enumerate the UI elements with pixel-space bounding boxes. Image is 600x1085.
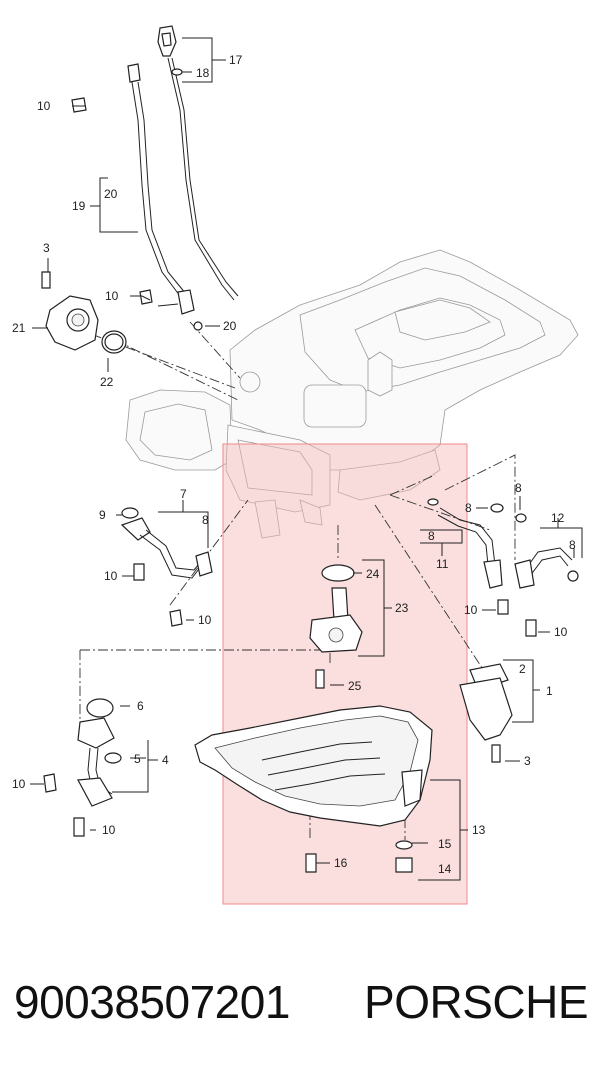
callout-10-pipe-left-lower: 10	[198, 613, 212, 627]
dipstick-assembly	[71, 25, 239, 331]
callout-19: 19	[72, 199, 86, 213]
callout-3-right: 3	[524, 754, 531, 768]
callout-18: 18	[196, 66, 210, 80]
oil-pipe-left-upper	[120, 507, 213, 627]
callout-brackets	[30, 37, 583, 881]
right-parts	[427, 498, 579, 763]
callout-10-right: 10	[464, 603, 478, 617]
highlighted-part-region	[222, 443, 468, 905]
callout-5: 5	[134, 752, 141, 766]
callout-10-bracket-left: 10	[12, 777, 26, 791]
callout-20-bottom: 20	[223, 319, 237, 333]
exploded-parts-diagram: 1 2 3 3 4 5 6 7 8 8 8 8 8 9 10 10 10 10 …	[12, 25, 583, 905]
callout-21: 21	[12, 321, 26, 335]
callout-10-far-right: 10	[554, 625, 568, 639]
callout-13: 13	[472, 823, 486, 837]
oil-pipe-left-lower	[43, 698, 122, 837]
brand-name: PORSCHE	[364, 976, 588, 1028]
callout-3-left: 3	[43, 241, 50, 255]
callout-15: 15	[438, 837, 452, 851]
left-cover-assembly	[41, 271, 127, 354]
caption-bar: 90038507201 PORSCHE	[0, 975, 600, 1045]
callout-7: 7	[180, 487, 187, 501]
callout-8-mid: 8	[465, 501, 472, 515]
callout-11: 11	[436, 557, 449, 571]
callout-8-far-right: 8	[569, 538, 576, 552]
oil-pan	[194, 705, 433, 873]
callout-labels: 1 2 3 3 4 5 6 7 8 8 8 8 8 9 10 10 10 10 …	[12, 53, 576, 876]
callout-10-pipe-left: 10	[104, 569, 118, 583]
callout-4: 4	[162, 753, 169, 767]
part-number: 90038507201	[14, 976, 290, 1028]
callout-17: 17	[229, 53, 243, 67]
callout-10-top: 10	[37, 99, 51, 113]
callout-25: 25	[348, 679, 362, 693]
leader-lines	[74, 321, 516, 840]
callout-10-bottom-left: 10	[102, 823, 116, 837]
callout-6: 6	[137, 699, 144, 713]
engine-block	[125, 249, 579, 539]
callout-23: 23	[395, 601, 409, 615]
oil-level-sensor-assembly	[309, 564, 363, 689]
callout-20-top: 20	[104, 187, 118, 201]
callout-24: 24	[366, 567, 380, 581]
callout-8-right: 8	[515, 481, 522, 495]
callout-9: 9	[99, 508, 106, 522]
callout-2: 2	[519, 662, 526, 676]
callout-16: 16	[334, 856, 348, 870]
callout-8-left: 8	[202, 513, 209, 527]
callout-12: 12	[551, 511, 565, 525]
callout-14: 14	[438, 862, 452, 876]
callout-22: 22	[100, 375, 114, 389]
callout-10-dipstick-tube: 10	[105, 289, 119, 303]
callout-8-pipe: 8	[428, 529, 435, 543]
callout-1: 1	[546, 684, 553, 698]
